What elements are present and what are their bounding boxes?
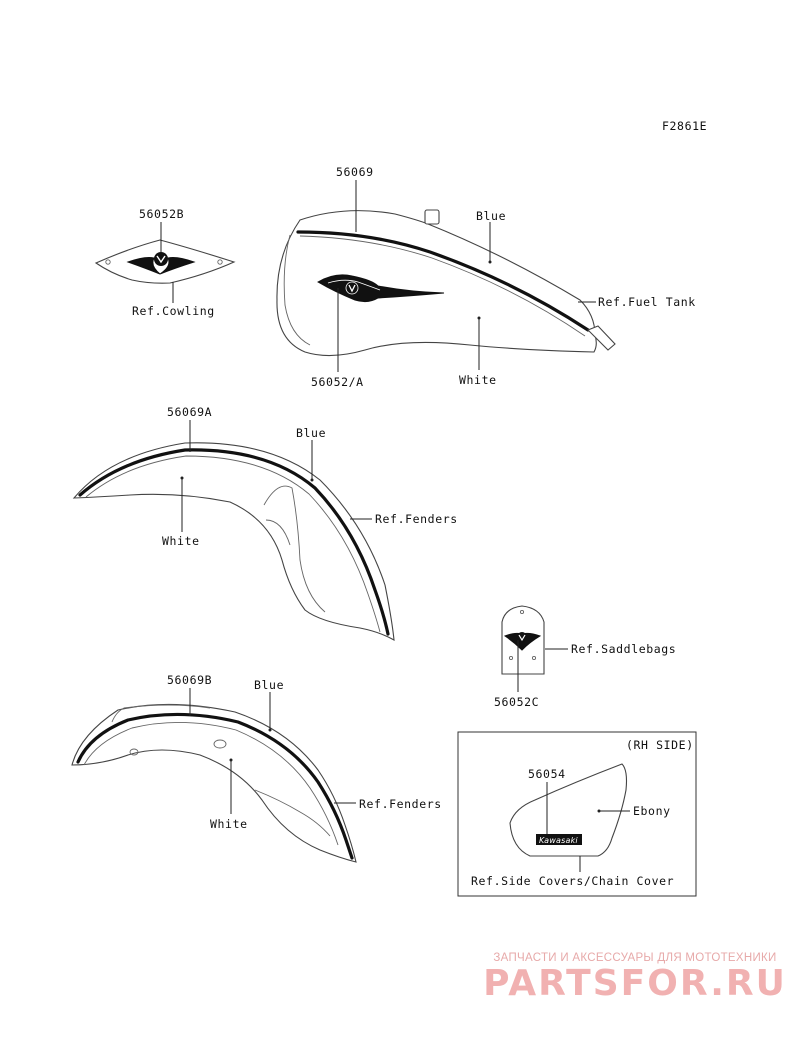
label-ref-saddlebags: Ref.Saddlebags — [571, 642, 676, 656]
cowling-hole-right — [217, 259, 223, 265]
cowling-emblem-badge — [154, 252, 168, 266]
cowling-emblem-group: 56052B Ref.Cowling — [94, 207, 236, 318]
front-fender-stripe — [78, 448, 390, 636]
cowling-hole-left — [105, 259, 111, 265]
fuel-cap — [424, 209, 440, 225]
label-56052b: 56052B — [139, 207, 184, 221]
label-ebony: Ebony — [633, 804, 671, 818]
label-blue-front: Blue — [296, 426, 326, 440]
watermark: ЗАПЧАСТИ И АКСЕССУАРЫ ДЛЯ МОТОТЕХНИКИ PA… — [480, 952, 790, 1004]
label-ref-fenders-rear: Ref.Fenders — [359, 797, 442, 811]
front-fender-group: 56069A Blue Ref.Fenders White — [72, 405, 458, 642]
rear-fender-stripe-inner — [83, 722, 339, 846]
label-white-tank: White — [459, 373, 497, 387]
blue-rear-dot — [268, 728, 272, 732]
label-blue-tank: Blue — [476, 209, 506, 223]
blue-front-dot — [310, 478, 314, 482]
tank-emblem-wing — [317, 274, 445, 303]
watermark-logo: PARTSFOR.RU — [483, 963, 787, 1004]
label-56069a: 56069A — [167, 405, 212, 419]
rear-fender-hole-right — [213, 739, 227, 749]
fuel-tank-rear-bracket — [587, 325, 616, 351]
front-fender-stripe-inner — [85, 455, 381, 633]
label-ref-fenders-front: Ref.Fenders — [375, 512, 458, 526]
label-56054: 56054 — [528, 767, 566, 781]
label-white-front: White — [162, 534, 200, 548]
saddlebag-hole-top — [519, 609, 525, 615]
label-white-rear: White — [210, 817, 248, 831]
white-tank-dot — [477, 316, 481, 320]
cowling-emblem-v — [156, 255, 166, 264]
label-ref-cowling: Ref.Cowling — [132, 304, 215, 318]
saddlebag-hole-right — [531, 655, 537, 661]
label-56052c: 56052C — [494, 695, 539, 709]
saddlebag-hole-left — [508, 655, 514, 661]
rear-fender-hole-left — [129, 748, 139, 756]
cowling-emblem-wing-right — [159, 257, 196, 275]
kawasaki-badge — [536, 834, 582, 845]
label-rh-side: (RH SIDE) — [626, 738, 694, 752]
blue-tank-dot — [488, 260, 492, 264]
fuel-tank-body — [276, 210, 597, 357]
label-ref-side-covers: Ref.Side Covers/Chain Cover — [471, 874, 674, 888]
label-blue-rear: Blue — [254, 678, 284, 692]
saddlebag-emblem-v — [518, 634, 526, 642]
cowling-emblem-wing-left — [126, 257, 161, 275]
rear-fender-group: 56069B Blue Ref.Fenders White — [71, 673, 442, 863]
front-fender-inner-edge-2 — [265, 519, 291, 546]
white-rear-dot — [229, 758, 233, 762]
rear-fender-body — [71, 703, 357, 863]
saddlebag-emblem-group: Ref.Saddlebags 56052C — [494, 605, 676, 709]
rear-fender-inner-edge — [254, 789, 331, 837]
label-56052a: 56052/A — [311, 375, 364, 389]
diagram-code: F2861E — [662, 119, 707, 133]
tank-emblem-wing-inner — [327, 279, 381, 291]
side-cover-panel — [509, 763, 628, 857]
rh-side-frame — [457, 731, 697, 897]
label-56069: 56069 — [336, 165, 374, 179]
rear-fender-top-step — [111, 704, 211, 723]
watermark-tagline: ЗАПЧАСТИ И АКСЕССУАРЫ ДЛЯ МОТОТЕХНИКИ — [493, 952, 777, 964]
front-fender-body — [72, 442, 395, 642]
white-front-dot — [180, 476, 184, 480]
fuel-tank-stripe — [296, 230, 590, 332]
front-fender-inner-edge — [263, 485, 326, 613]
rh-side-box: (RH SIDE) Kawasaki 56054 Ebony Ref.Side … — [457, 731, 697, 897]
rear-fender-stripe — [76, 712, 354, 860]
fuel-tank-stripe-inner — [299, 235, 586, 337]
fuel-tank-group: 56069 Blue Ref.Fuel Tank White 56052/A — [276, 165, 696, 389]
fuel-tank-inner-line — [283, 234, 311, 346]
label-ref-fuel-tank: Ref.Fuel Tank — [598, 295, 696, 309]
ebony-dot — [597, 809, 601, 813]
tank-emblem-v — [348, 284, 356, 293]
kawasaki-badge-text: Kawasaki — [539, 836, 578, 845]
saddlebag-emblem-badge — [517, 632, 527, 642]
label-56069b: 56069B — [167, 673, 212, 687]
